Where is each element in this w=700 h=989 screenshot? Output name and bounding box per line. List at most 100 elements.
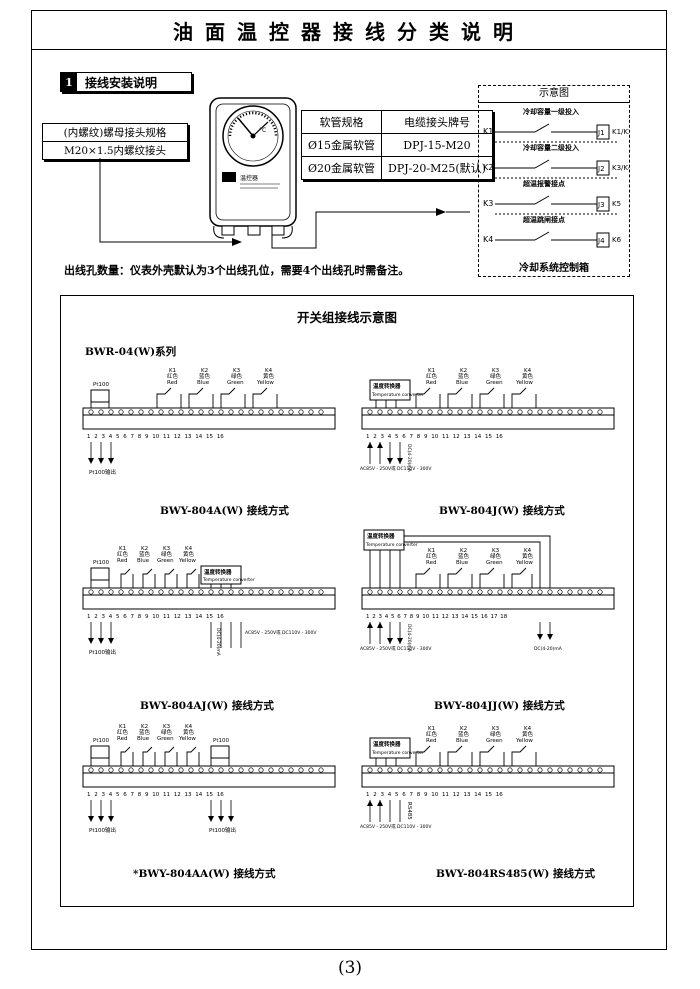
switch-contact-icon — [534, 195, 550, 205]
k-color-en: Yellow — [178, 558, 196, 564]
k-color-en: Green — [486, 738, 503, 744]
pt100-label: Pt100 — [213, 738, 229, 744]
k-color-en: Red — [117, 558, 127, 564]
table-row: Ø20金属软管 DPJ-20-M25(默认) — [300, 156, 493, 180]
schematic-box-label: J2 — [597, 165, 605, 173]
diagram-caption: BWY-804J(W) 接线方式 — [439, 505, 565, 517]
schematic-footer: 冷却系统控制箱 — [519, 263, 589, 274]
section-header: 1 接线安装说明 — [60, 72, 192, 92]
pt100-sensor-icon — [90, 389, 110, 403]
table-header-row: 软管规格 电缆接头牌号 — [300, 110, 493, 134]
k-color-en: Yellow — [515, 738, 533, 744]
rs485-label: RS485 — [406, 802, 412, 820]
k-color-cn: 红色 — [117, 728, 129, 736]
switch-contact-icon — [534, 159, 550, 169]
k-color-en: Yellow — [515, 380, 533, 386]
pt100-label: Pt100 — [93, 560, 109, 566]
converter-label-en: Temperature converter — [371, 392, 424, 398]
k-color-cn: 黄色 — [183, 728, 195, 736]
device-brand-label: 温控器 — [240, 174, 258, 182]
k-color-en: Green — [486, 560, 503, 566]
k-label: K2 — [460, 368, 467, 374]
dial-unit-label: °C — [259, 127, 266, 134]
k-color-cn: 绿色 — [161, 728, 173, 736]
temperature-controller-device: °C 温控器 — [209, 97, 297, 239]
k-label: K3 — [492, 368, 500, 374]
converter-label-cn: 温度转换器 — [373, 382, 401, 390]
outlet-note: 出线孔数量：仪表外壳默认为3个出线孔位，需要4个出线孔时需备注。 — [64, 264, 410, 277]
k-label: K2 — [141, 546, 148, 552]
table-header-cell: 电缆接头牌号 — [381, 110, 493, 134]
wiring-panel-title: 开关组接线示意图 — [296, 310, 397, 325]
k-color-cn: 红色 — [426, 552, 438, 560]
k-color-en: Blue — [137, 558, 150, 564]
k-label: K4 — [524, 548, 532, 554]
arrow-to-schematic-icon — [436, 208, 446, 216]
k-color-cn: 蓝色 — [458, 552, 470, 560]
schematic-row-label: 超温跳闸接点 — [523, 215, 565, 224]
k-color-cn: 黄色 — [183, 550, 195, 558]
k-label: K1 — [428, 726, 435, 732]
k-color-en: Blue — [456, 560, 469, 566]
k-color-cn: 红色 — [426, 730, 438, 738]
converter-label-en: Temperature converter — [365, 542, 418, 548]
schematic-left-label: K4 — [483, 235, 493, 244]
k-color-en: Red — [167, 380, 177, 386]
k-color-en: Green — [157, 736, 174, 742]
k-label: K4 — [265, 368, 273, 374]
switch-contact-icon — [534, 231, 550, 241]
schematic-drawing: K1 冷却容量一级投入 J1 K1/K2 K2 冷却容量二级投入 J2 K3/K… — [483, 107, 629, 248]
k-label: K2 — [141, 724, 148, 730]
k-color-en: Yellow — [178, 736, 196, 742]
table-cell: Ø15金属软管 — [300, 133, 383, 157]
k-color-cn: 绿色 — [231, 372, 243, 380]
k-label: K3 — [163, 546, 171, 552]
k-color-en: Green — [157, 558, 174, 564]
k-color-en: Red — [117, 736, 127, 742]
k-label: K3 — [163, 724, 171, 730]
k-color-cn: 黄色 — [522, 372, 534, 380]
terminal-numbers: 1 2 3 4 5 6 7 8 9 10 11 12 13 14 15 16 — [87, 434, 224, 440]
k-label: K1 — [169, 368, 176, 374]
diagram-caption: BWY-804A(W) 接线方式 — [160, 505, 289, 517]
table-cell: DPJ-15-M20 — [381, 133, 493, 157]
pt100-output-label: Pt100输出 — [209, 826, 236, 834]
terminal-numbers: 1 2 3 4 5 6 7 8 9 10 11 12 13 14 15 16 1… — [366, 614, 508, 620]
k-color-en: Yellow — [515, 560, 533, 566]
k-color-en: Red — [426, 738, 436, 744]
pt100-output-label: Pt100输出 — [89, 648, 116, 656]
temperature-converter-box — [363, 529, 405, 551]
terminal-numbers: 1 2 3 4 5 6 7 8 9 10 11 12 13 14 15 16 — [87, 792, 224, 798]
diagram-caption: BWY-804RS485(W) 接线方式 — [436, 868, 595, 880]
converter-label-cn: 温度转换器 — [204, 568, 232, 576]
page-title: 油面温控器接线分类说明 — [32, 11, 666, 50]
thread-spec-value: M20×1.5内螺纹接头 — [43, 141, 187, 159]
k-color-en: Yellow — [256, 380, 274, 386]
schematic-left-label: K2 — [483, 163, 493, 172]
page-number: (3) — [337, 958, 363, 978]
schematic-left-label: K3 — [483, 199, 493, 208]
power-supply-label: AC85V - 250V或 DC110V - 300V — [360, 823, 432, 830]
terminal-numbers: 1 2 3 4 5 6 7 8 9 10 11 12 13 14 15 16 — [366, 792, 503, 798]
schematic-row-label: 冷却容量一级投入 — [523, 107, 579, 116]
k-color-en: Blue — [456, 738, 469, 744]
k-color-cn: 蓝色 — [139, 728, 151, 736]
k-color-cn: 黄色 — [522, 730, 534, 738]
k-color-cn: 绿色 — [490, 372, 502, 380]
schematic-row: K4 超温跳闸接点 J4 K6 — [483, 215, 622, 248]
power-supply-label: AC85V - 250V或 DC110V - 300V — [245, 629, 317, 636]
converter-label-cn: 温度转换器 — [367, 532, 395, 540]
converter-label-cn: 温度转换器 — [373, 740, 401, 748]
schematic-box-label: J3 — [597, 201, 605, 209]
control-schematic: 示意图 K1 冷却容量一级投入 J1 K1/K2 K2 冷却容量二级投入 J2 … — [478, 85, 630, 277]
power-supply-label: AC85V - 250V或 DC110V - 300V — [360, 645, 432, 652]
pt100-sensor-icon — [90, 567, 110, 581]
schematic-right-label: K5 — [612, 200, 621, 208]
k-label: K1 — [428, 368, 435, 374]
k-label: K2 — [460, 548, 467, 554]
pt100-sensor-icon — [90, 745, 110, 759]
diagram-caption: BWY-804AJ(W) 接线方式 — [140, 700, 274, 712]
